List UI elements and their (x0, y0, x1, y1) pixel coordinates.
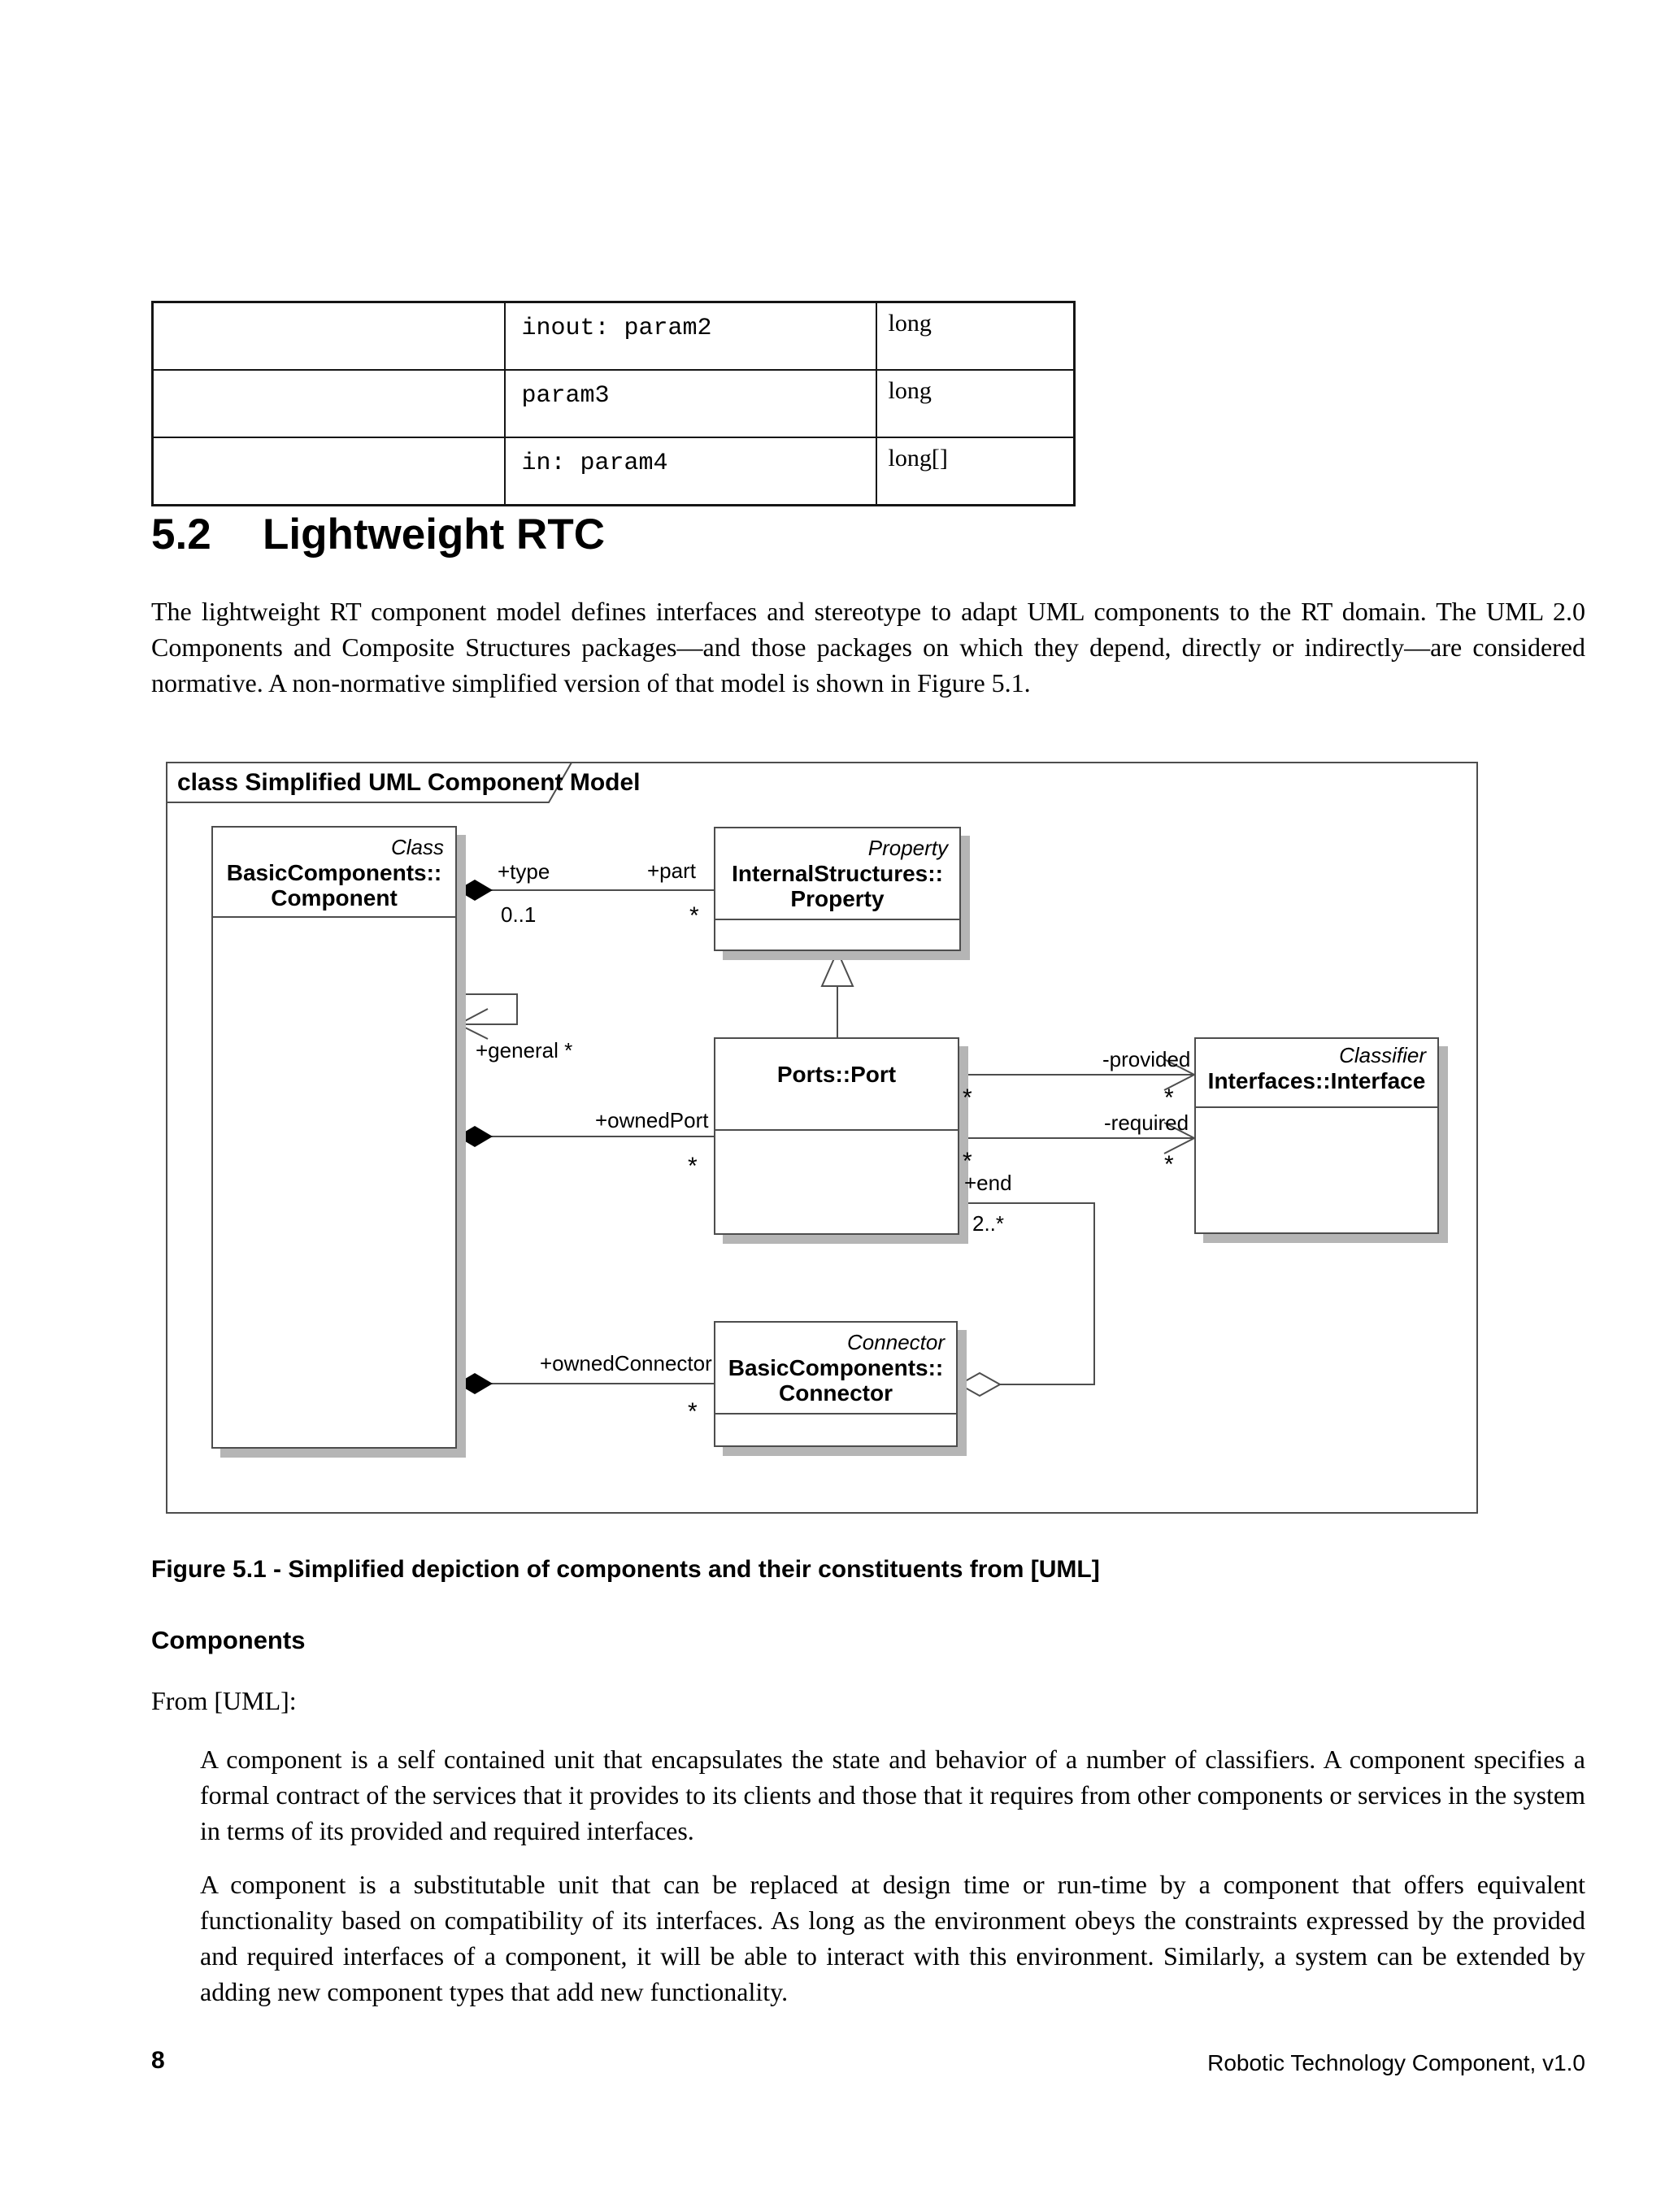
name-compartment: Classifier Interfaces::Interface (1196, 1039, 1437, 1108)
class-name-line: Connector (779, 1380, 893, 1406)
components-heading: Components (151, 1626, 306, 1654)
multiplicity-end: 2..* (972, 1211, 1005, 1236)
stereotype-label: Classifier (1339, 1043, 1426, 1067)
components-intro: From [UML]: (151, 1686, 297, 1715)
stereotype-label: Connector (847, 1330, 945, 1354)
name-compartment: Class BasicComponents:: Component (213, 828, 455, 918)
shared-diamond-end (957, 1371, 1002, 1397)
role-label-ownedport: +ownedPort (595, 1108, 709, 1132)
diagram-frame-tab (166, 762, 573, 803)
figure-caption: Figure 5.1 - Simplified depiction of com… (151, 1556, 1100, 1583)
table-row: param3 long (151, 369, 1076, 438)
section-paragraph: The lightweight RT component model defin… (151, 597, 1585, 697)
multiplicity-part: * (689, 902, 699, 929)
class-box-interface: Classifier Interfaces::Interface (1194, 1037, 1439, 1234)
stereotype-label: Property (867, 836, 948, 860)
table-cell-type: long (875, 301, 1076, 371)
section-title: Lightweight RTC (263, 511, 605, 558)
name-compartment: Connector BasicComponents:: Connector (715, 1323, 956, 1415)
class-name-line: BasicComponents:: (728, 1355, 944, 1380)
parameter-table: inout: param2 long param3 long in: param… (151, 301, 1076, 506)
footer-document-title: Robotic Technology Component, v1.0 (1207, 2050, 1585, 2075)
role-label-provided: -provided (1102, 1047, 1191, 1071)
table-cell-type: long (875, 369, 1076, 438)
multiplicity-type: 0..1 (501, 902, 537, 927)
class-name: InternalStructures:: Property (715, 861, 959, 911)
table-cell-param: in: param4 (503, 437, 877, 506)
table-cell-type: long[] (875, 437, 1076, 506)
multiplicity-provided-interface: * (1164, 1084, 1174, 1111)
class-name: BasicComponents:: Connector (715, 1355, 956, 1406)
quote-paragraph-2: A component is a substitutable unit that… (200, 1870, 1585, 2006)
multiplicity-required-port: * (963, 1148, 972, 1175)
name-compartment: Property InternalStructures:: Property (715, 828, 959, 920)
section-number: 5.2 (151, 511, 211, 558)
class-name: BasicComponents:: Component (213, 860, 455, 910)
association-end-line (959, 1202, 1095, 1385)
open-arrow-general (456, 1008, 489, 1040)
class-box-connector: Connector BasicComponents:: Connector (714, 1321, 958, 1447)
diagram-frame (166, 762, 1478, 1514)
role-label-general: +general * (476, 1038, 573, 1063)
section-heading: 5.2 Lightweight RTC (151, 510, 605, 559)
role-label-part: +part (647, 858, 696, 883)
table-cell-param: inout: param2 (503, 301, 877, 371)
role-label-type: +type (498, 859, 550, 884)
class-box-port: Ports::Port (714, 1037, 959, 1235)
composite-diamond-type (457, 880, 493, 901)
table-cell-empty (151, 369, 506, 438)
class-name-line: Component (271, 885, 398, 910)
class-name: Interfaces::Interface (1207, 1068, 1426, 1093)
name-compartment: Ports::Port (715, 1062, 958, 1131)
table-cell-param: param3 (503, 369, 877, 438)
table-cell-empty (151, 301, 506, 371)
generalization-triangle (820, 949, 854, 987)
multiplicity-ownedport: * (688, 1153, 698, 1180)
role-label-required: -required (1104, 1110, 1189, 1135)
diagram-frame-label: class Simplified UML Component Model (177, 769, 641, 796)
multiplicity-ownedconnector: * (688, 1398, 698, 1425)
composite-diamond-ownedport (457, 1126, 493, 1147)
class-name: Ports::Port (776, 1062, 897, 1087)
role-label-ownedconnector: +ownedConnector (540, 1351, 712, 1375)
composite-diamond-ownedconnector (457, 1373, 493, 1394)
quote-paragraph-1: A component is a self contained unit tha… (200, 1745, 1585, 1845)
table-row: inout: param2 long (151, 301, 1076, 371)
multiplicity-required-interface: * (1164, 1151, 1174, 1178)
role-label-end: +end (964, 1171, 1012, 1195)
stereotype-label: Class (390, 835, 444, 859)
class-name-line: InternalStructures:: (732, 861, 943, 886)
table-row: in: param4 long[] (151, 437, 1076, 506)
class-box-component: Class BasicComponents:: Component (211, 826, 457, 1449)
class-box-property: Property InternalStructures:: Property (714, 827, 961, 951)
multiplicity-provided-port: * (963, 1084, 972, 1111)
class-name-line: Property (790, 886, 885, 911)
page-number: 8 (151, 2047, 165, 2074)
table-cell-empty (151, 437, 506, 506)
class-name-line: BasicComponents:: (226, 860, 442, 885)
association-general-loop (457, 993, 518, 1025)
